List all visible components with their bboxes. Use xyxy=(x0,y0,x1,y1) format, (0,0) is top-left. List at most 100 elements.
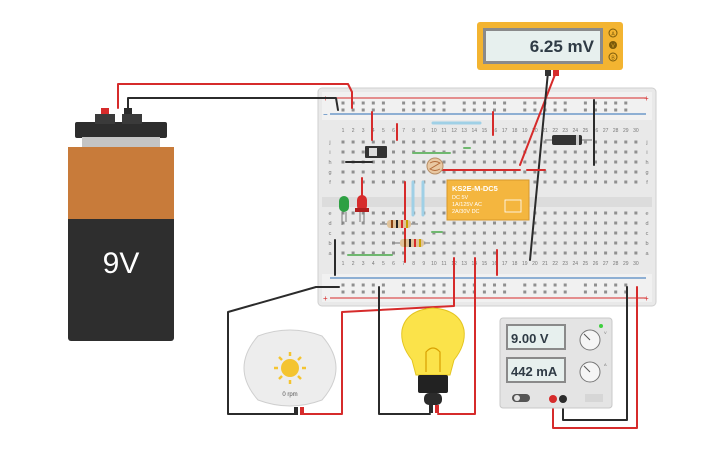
wires[interactable] xyxy=(117,71,638,429)
column-number: 10 xyxy=(431,261,437,267)
row-label: e xyxy=(645,211,648,217)
row-label: j xyxy=(645,140,647,146)
relay-spec: 1A/125V AC xyxy=(452,202,482,208)
row-label: e xyxy=(328,211,331,217)
row-label: j xyxy=(328,140,330,146)
row-label: g xyxy=(328,170,331,176)
relay-model: KS2E-M-DC5 xyxy=(452,184,498,193)
column-number: 19 xyxy=(522,128,528,134)
column-number: 5 xyxy=(382,261,385,267)
column-number: 2 xyxy=(352,128,355,134)
multimeter-reading: 6.25 mV xyxy=(530,37,595,56)
bulb-black-wire xyxy=(378,286,431,415)
column-number: 23 xyxy=(562,261,568,267)
multimeter-black-probe xyxy=(529,71,549,261)
svg-text:A: A xyxy=(611,32,615,38)
top-power-rail[interactable] xyxy=(322,92,652,120)
column-number: 25 xyxy=(583,261,589,267)
svg-text:+: + xyxy=(644,294,649,303)
column-number: 3 xyxy=(362,261,365,267)
svg-text:A: A xyxy=(604,362,607,367)
current-knob[interactable]: A xyxy=(579,361,607,383)
multimeter-red-probe xyxy=(519,71,557,166)
svg-text:V: V xyxy=(604,330,607,335)
bottom-power-rail[interactable] xyxy=(322,274,652,302)
column-number: 1 xyxy=(342,128,345,134)
svg-text:+: + xyxy=(323,294,328,303)
column-number: 16 xyxy=(492,128,498,134)
row-label: f xyxy=(329,180,331,186)
row-label: i xyxy=(646,150,647,156)
multimeter-port-b[interactable]: B xyxy=(608,52,618,62)
column-number: 17 xyxy=(502,261,508,267)
column-number: 2 xyxy=(352,261,355,267)
row-label: h xyxy=(645,160,648,166)
power-supply[interactable]: 9.00 V 442 mA V A xyxy=(499,317,613,409)
column-number: 17 xyxy=(502,128,508,134)
voltage-knob[interactable]: V xyxy=(579,329,607,351)
motor-black-wire xyxy=(227,286,340,415)
power-toggle[interactable] xyxy=(512,394,530,402)
column-number: 4 xyxy=(372,261,375,267)
column-number: 10 xyxy=(431,128,437,134)
psu-voltage: 9.00 V xyxy=(511,331,549,346)
svg-text:V: V xyxy=(611,44,615,50)
dc-motor[interactable]: 0 rpm xyxy=(243,329,337,415)
multimeter-port-v[interactable]: V xyxy=(609,41,617,50)
battery-positive-wire xyxy=(117,83,353,109)
column-number: 25 xyxy=(583,128,589,134)
column-number: 15 xyxy=(482,261,488,267)
column-number: 11 xyxy=(441,128,446,134)
sun-icon xyxy=(274,352,306,384)
psu-current: 442 mA xyxy=(511,364,558,379)
battery-negative-wire xyxy=(127,97,339,111)
column-number: 27 xyxy=(603,128,609,134)
row-label: c xyxy=(646,231,649,237)
psu-negative-terminal[interactable] xyxy=(559,395,567,403)
column-number: 16 xyxy=(492,261,498,267)
column-number: 18 xyxy=(512,128,518,134)
row-label: d xyxy=(645,221,648,227)
column-number: 26 xyxy=(593,128,599,134)
multimeter[interactable]: 6.25 mV A V B xyxy=(477,22,623,76)
column-number: 6 xyxy=(392,261,395,267)
column-number: 8 xyxy=(412,128,415,134)
column-number: 13 xyxy=(461,261,467,267)
resistor xyxy=(380,220,418,228)
battery[interactable]: 9V xyxy=(68,108,174,341)
column-number: 20 xyxy=(532,128,538,134)
column-number: 15 xyxy=(482,128,488,134)
column-number: 4 xyxy=(372,128,375,134)
column-number: 23 xyxy=(562,128,568,134)
diode xyxy=(545,135,592,145)
column-number: 3 xyxy=(362,128,365,134)
column-number: 5 xyxy=(382,128,385,134)
column-number: 21 xyxy=(542,128,548,134)
svg-text:B: B xyxy=(611,56,615,62)
column-number: 8 xyxy=(412,261,415,267)
row-label: g xyxy=(645,170,648,176)
svg-text:+: + xyxy=(644,94,649,103)
row-label: c xyxy=(329,231,332,237)
column-number: 24 xyxy=(573,261,579,267)
photoresistor xyxy=(426,157,444,175)
row-label: h xyxy=(328,160,331,166)
column-number: 21 xyxy=(542,261,548,267)
bulb-red-wire xyxy=(437,269,476,415)
battery-label: 9V xyxy=(103,247,140,280)
column-number: 7 xyxy=(402,128,405,134)
column-number: 29 xyxy=(623,261,629,267)
column-number: 7 xyxy=(402,261,405,267)
column-number: 28 xyxy=(613,261,619,267)
column-number: 6 xyxy=(392,128,395,134)
slide-switch[interactable] xyxy=(365,146,387,158)
psu-positive-terminal[interactable] xyxy=(549,395,557,403)
row-label: a xyxy=(645,251,649,257)
psu-black-wire xyxy=(562,286,628,421)
row-label: d xyxy=(328,221,331,227)
svg-text:−: − xyxy=(323,110,328,119)
row-label: a xyxy=(328,251,332,257)
column-number: 22 xyxy=(552,128,558,134)
multimeter-port-a[interactable]: A xyxy=(608,28,618,38)
